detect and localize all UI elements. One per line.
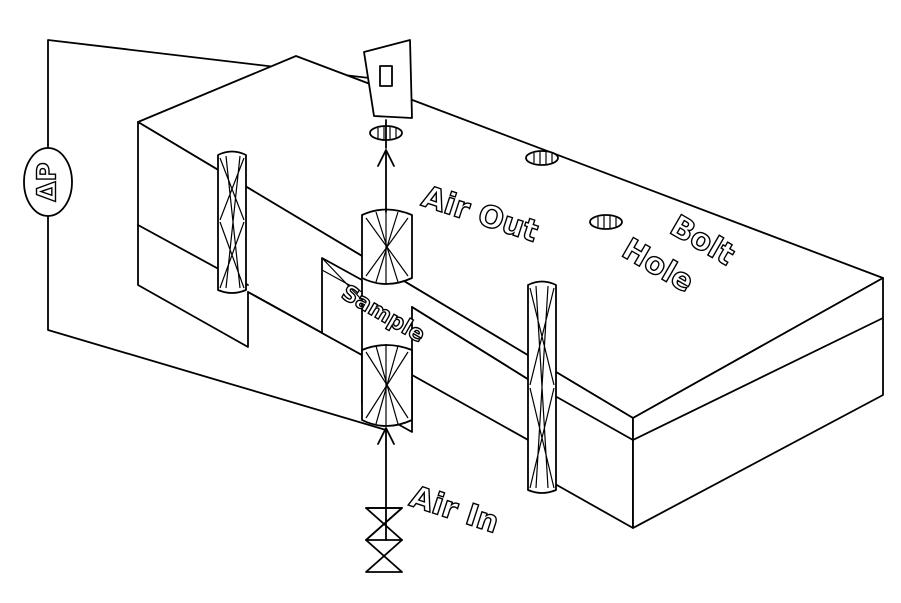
- right-bore: [527, 280, 557, 494]
- pressure-gauge-icon: ΔP: [23, 147, 73, 217]
- valve-icon: [365, 507, 403, 573]
- block-right-face: [632, 277, 884, 529]
- delta-p-label: ΔP: [33, 162, 63, 201]
- air-in-label: Air In: [406, 479, 504, 540]
- bolt-hole-2: [525, 150, 559, 166]
- center-lower-bore: [361, 344, 413, 427]
- center-upper-bore: [361, 208, 413, 285]
- left-bore: [217, 150, 247, 294]
- flow-meter-icon: [363, 39, 413, 119]
- bolt-hole-3: [589, 214, 623, 230]
- sample-slot: [321, 257, 363, 356]
- air-flow-line: [377, 119, 395, 521]
